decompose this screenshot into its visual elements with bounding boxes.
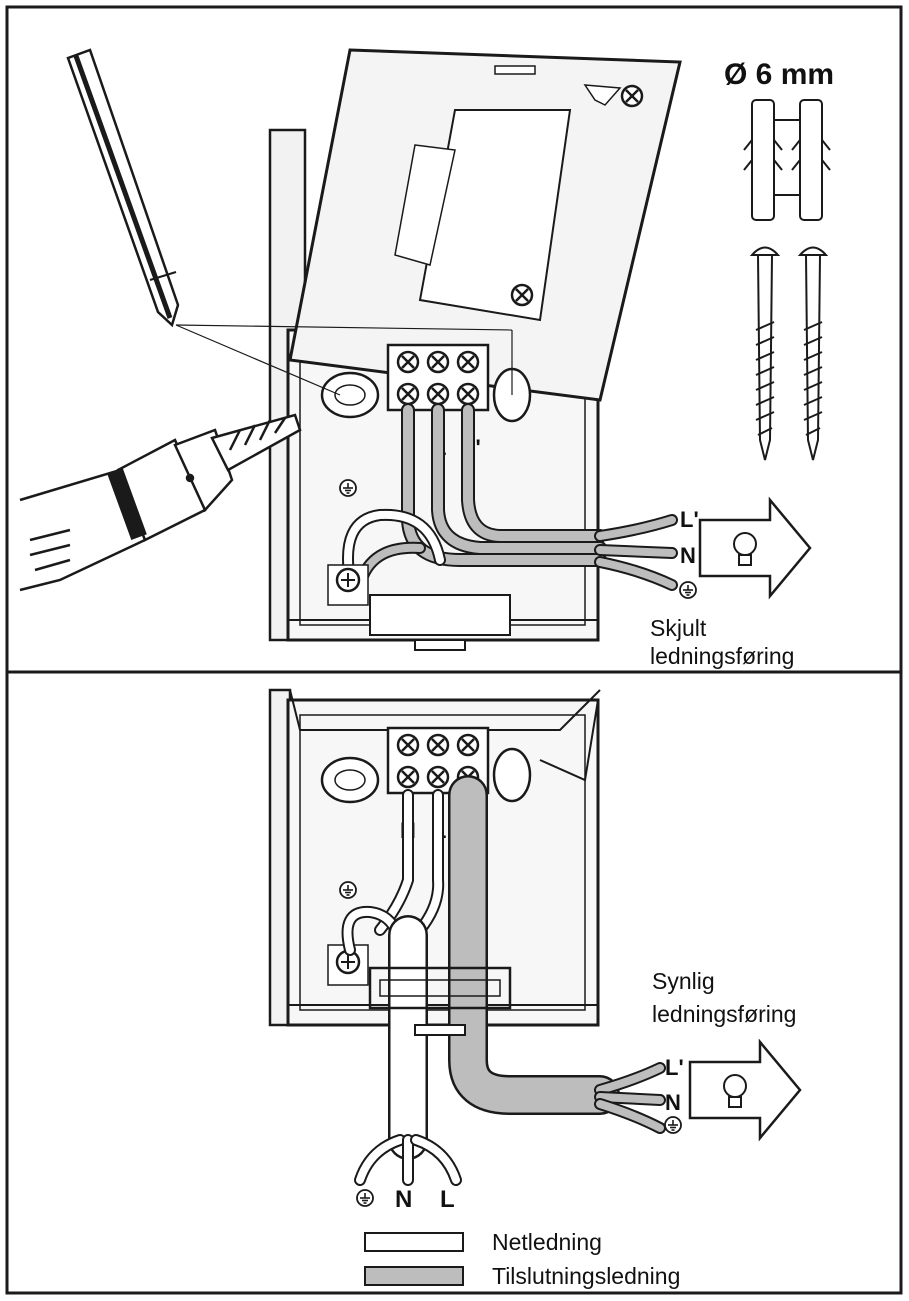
diameter-label: Ø 6 mm (724, 58, 834, 91)
wall-plug-icon (743, 99, 831, 221)
earth-icon-output-top (679, 581, 697, 599)
legend-swatch-netledning (364, 1232, 464, 1252)
lamp-arrow-icon-bottom (688, 1040, 802, 1140)
legend-label-netledning: Netledning (492, 1229, 602, 1255)
output-label-l-prime-top: L' (680, 507, 699, 532)
pencil-icon (66, 48, 180, 328)
output-label-n-top: N (680, 543, 696, 568)
cable-clamp (368, 966, 512, 1010)
drill-icon (19, 413, 302, 592)
outer-frame (5, 5, 903, 1295)
top-panel: N L L' L' (19, 48, 834, 669)
legend-swatch-tilslutningsledning (364, 1266, 464, 1286)
screw-icon (749, 246, 829, 461)
caption-line1-bottom: Synlig (652, 968, 715, 994)
bottom-panel: N L L' (268, 688, 802, 1213)
legend-label-tilslutningsledning: Tilslutningsledning (492, 1263, 680, 1289)
caption-line1-top: Skjult (650, 615, 707, 641)
output-label-n-bottom: N (665, 1090, 681, 1115)
caption-line2-top: ledningsføring (650, 643, 794, 669)
earth-icon-output-bottom (664, 1116, 682, 1134)
caption-line2-bottom: ledningsføring (652, 1001, 796, 1027)
mains-label-n: N (395, 1186, 412, 1213)
output-label-l-prime-bottom: L' (665, 1055, 684, 1080)
legend: Netledning Tilslutningsledning (364, 1229, 680, 1289)
earth-icon-mains (356, 1189, 374, 1207)
lamp-arrow-icon-top (698, 498, 812, 598)
mains-label-l: L (440, 1186, 455, 1213)
